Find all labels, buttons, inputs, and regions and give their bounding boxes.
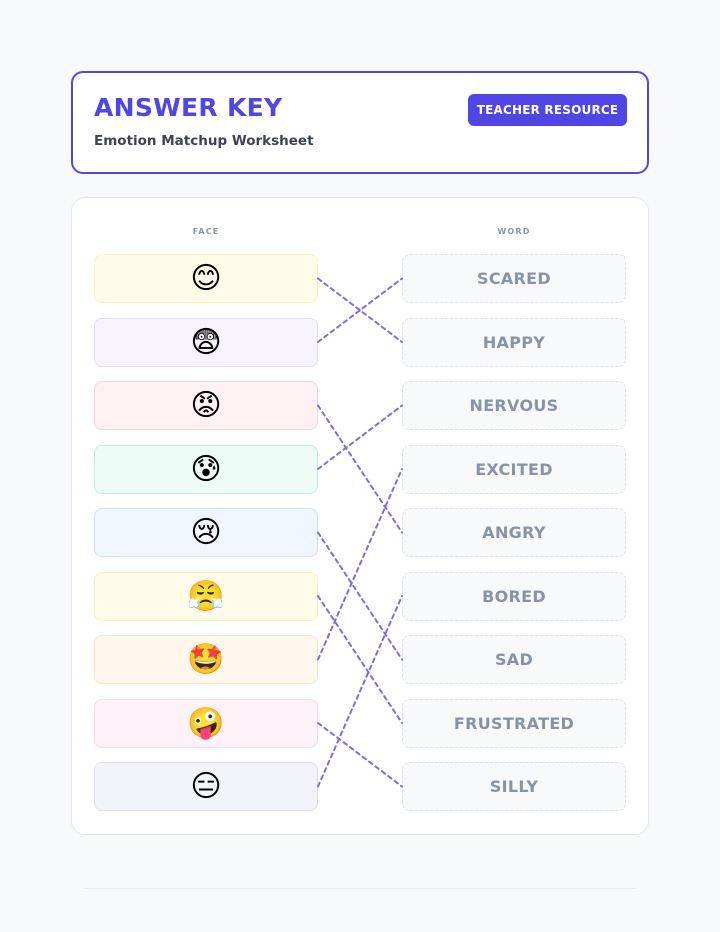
face-row-1: 😊 — [94, 254, 318, 303]
word-box-scared: SCARED — [402, 254, 626, 303]
smiling-face-icon: 😊 — [190, 260, 222, 296]
face-row-6: 😤 — [94, 572, 318, 621]
footer-divider — [84, 888, 636, 889]
crying-face-icon: 😢 — [190, 514, 222, 550]
face-row-8: 🤪 — [94, 699, 318, 748]
face-row-7: 🤩 — [94, 635, 318, 684]
worksheet-subtitle: Emotion Matchup Worksheet — [94, 133, 314, 149]
face-row-5: 😢 — [94, 508, 318, 557]
word-column-heading: WORD — [497, 227, 531, 236]
face-column-heading: FACE — [192, 227, 220, 236]
zany-face-icon: 🤪 — [187, 705, 225, 741]
face-row-3: 😡 — [94, 381, 318, 430]
teacher-resource-badge: TEACHER RESOURCE — [468, 94, 627, 126]
face-row-9: 😑 — [94, 762, 318, 811]
expressionless-face-icon: 😑 — [190, 768, 222, 804]
fearful-face-icon: 😨 — [190, 324, 222, 360]
page-title: ANSWER KEY — [94, 93, 283, 122]
word-box-angry: ANGRY — [402, 508, 626, 557]
word-box-silly: SILLY — [402, 762, 626, 811]
face-with-steam-icon: 😤 — [187, 578, 225, 614]
anxious-face-with-sweat-icon: 😰 — [190, 451, 222, 487]
face-row-4: 😰 — [94, 445, 318, 494]
star-struck-face-icon: 🤩 — [187, 641, 225, 677]
answer-key-header: ANSWER KEY Emotion Matchup Worksheet TEA… — [71, 71, 649, 174]
word-box-frustrated: FRUSTRATED — [402, 699, 626, 748]
word-box-sad: SAD — [402, 635, 626, 684]
word-box-excited: EXCITED — [402, 445, 626, 494]
word-box-nervous: NERVOUS — [402, 381, 626, 430]
angry-face-icon: 😡 — [190, 387, 222, 423]
word-box-bored: BORED — [402, 572, 626, 621]
face-row-2: 😨 — [94, 318, 318, 367]
word-box-happy: HAPPY — [402, 318, 626, 367]
